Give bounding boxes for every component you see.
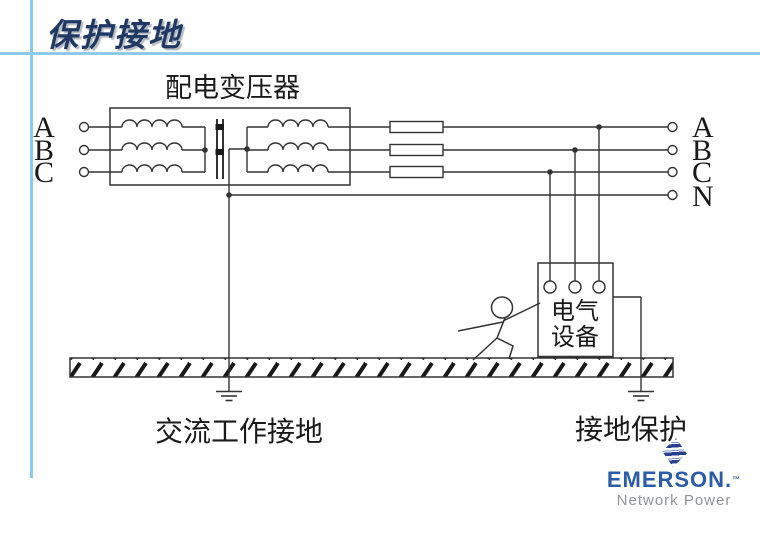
right-terminal-label-n: N [692,180,714,213]
equipment-box: 电气 设备 [537,262,614,359]
working-ground-label: 交流工作接地 [155,416,323,448]
emerson-trademark: ™ [732,475,742,484]
title-underline-rule [0,52,760,55]
transformer-box [109,107,351,186]
left-terminal-circles [78,121,90,178]
ground-band [69,357,674,378]
left-terminal-label-a: A [33,111,55,144]
left-feeder-lines [88,126,122,173]
emerson-diamond-icon [660,437,688,468]
equipment-label-line2: 设备 [551,324,599,351]
neutral-ground-conductor [228,148,247,391]
phase-lines [229,126,668,196]
transformer-label: 配电变压器 [165,73,300,103]
emerson-brand-text: EMERSON. [606,467,733,492]
right-terminal-circles [667,121,678,201]
right-terminal-label-b: B [692,134,712,167]
person-figure [457,296,541,361]
primary-winding [121,119,206,173]
protective-ground-label: 接地保护 [575,414,687,446]
fuses [389,120,444,179]
secondary-winding [246,119,329,173]
protective-ground-symbol [628,390,654,402]
equipment-label-line1: 电气 [551,298,599,325]
protective-ground-conductor [613,296,642,391]
right-terminal-label-c: C [692,156,712,189]
neutral-junction-dot [226,192,232,198]
emerson-logo: EMERSON.™ Network Power [598,438,750,509]
primary-star-junction-dot [202,147,208,153]
tap-junction-dots [547,124,602,175]
slide-title: 保护接地 [46,17,183,53]
working-ground-symbol [216,390,242,402]
emerson-wordmark: EMERSON.™ [598,467,750,492]
left-terminal-label-b: B [34,134,54,167]
emerson-subtitle: Network Power [616,492,732,509]
left-accent-rule [30,0,33,478]
right-terminal-label-a: A [692,111,714,144]
left-terminal-label-c: C [34,156,54,189]
transformer-core [215,119,224,179]
